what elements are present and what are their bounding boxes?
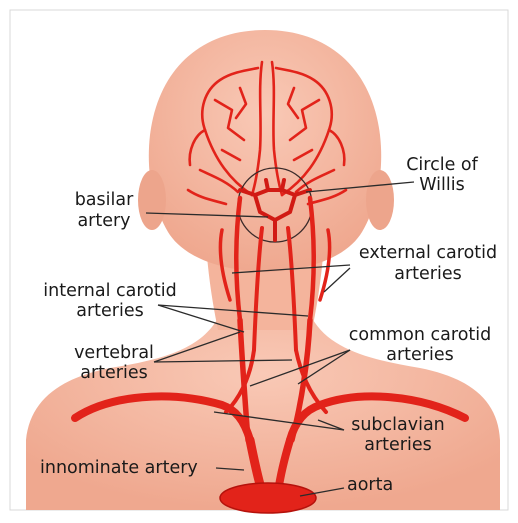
aortic-arch <box>220 483 316 513</box>
label-aorta: aorta <box>347 475 393 495</box>
label-vertebral-line1: vertebral <box>74 343 154 363</box>
left-ear <box>138 170 166 230</box>
label-vertebral-line2: arteries <box>80 363 148 383</box>
label-external-carotid-line1: external carotid <box>359 243 497 263</box>
label-basilar-line1: basilar <box>75 190 134 210</box>
label-internal-carotid-line1: internal carotid <box>43 281 176 301</box>
label-innominate: innominate artery <box>40 458 198 478</box>
label-circle-of-willis-line2: Willis <box>419 175 465 195</box>
label-common-carotid-line2: arteries <box>386 345 454 365</box>
label-subclavian-line2: arteries <box>364 435 432 455</box>
label-internal-carotid-line2: arteries <box>76 301 144 321</box>
label-circle-of-willis-line1: Circle of <box>406 155 478 175</box>
right-ear <box>366 170 394 230</box>
label-common-carotid-line1: common carotid <box>349 325 491 345</box>
label-basilar-line2: artery <box>77 211 130 231</box>
head-silhouette <box>149 30 381 272</box>
label-external-carotid-line2: arteries <box>394 264 462 284</box>
label-subclavian-line1: subclavian <box>351 415 445 435</box>
